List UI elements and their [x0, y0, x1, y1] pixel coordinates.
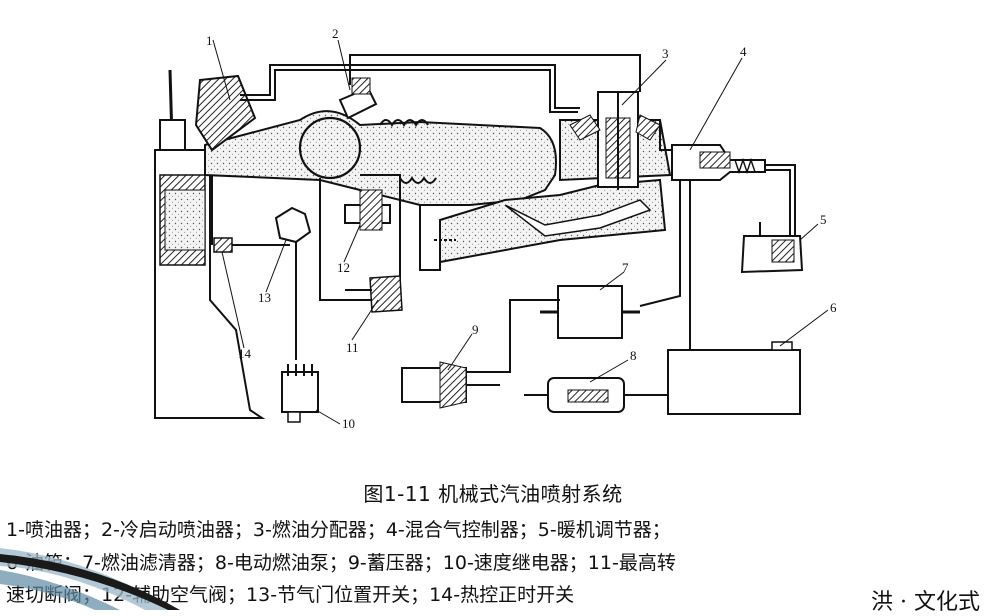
label-10: 10 — [342, 416, 355, 431]
label-6: 6 — [830, 300, 837, 315]
engine-block — [154, 149, 266, 419]
label-2: 2 — [332, 26, 339, 41]
electric-fuel-pump — [524, 377, 625, 413]
legend-line-1: 1-喷油器；2-冷启动喷油器；3-燃油分配器；4-混合气控制器；5-暖机调节器； — [6, 519, 671, 541]
label-7: 7 — [622, 260, 629, 275]
label-3: 3 — [662, 46, 669, 61]
label-5: 5 — [820, 212, 827, 227]
corner-text: 洪 · 文化式 — [871, 590, 980, 615]
legend-line-2: 6-油箱；7-燃油滤清器；8-电动燃油泵；9-蓄压器；10-速度继电器；11-最… — [6, 552, 676, 574]
mixture-control-unit — [671, 144, 766, 181]
label-4: 4 — [740, 44, 747, 59]
thermo-time-switch — [213, 237, 233, 253]
label-14: 14 — [238, 346, 252, 361]
warm-up-regulator — [740, 222, 804, 274]
fuel-lines — [211, 54, 796, 396]
fuel-tank — [667, 341, 801, 415]
throttle-position-switch — [274, 206, 312, 244]
speed-relay — [281, 364, 319, 423]
label-9: 9 — [472, 322, 479, 337]
leader-lines — [212, 39, 829, 425]
cold-start-injector — [338, 77, 378, 120]
label-13: 13 — [258, 290, 271, 305]
fuel-distributor — [569, 91, 661, 190]
label-8: 8 — [630, 348, 637, 363]
label-1: 1 — [206, 33, 213, 48]
label-11: 11 — [346, 340, 359, 355]
mechanical-fuel-injection-diagram: 1 2 3 4 5 6 7 8 9 10 11 12 13 14 — [154, 26, 837, 431]
slide-corner-sweep-decoration — [0, 548, 180, 610]
fuel-filter — [540, 285, 640, 339]
component-number-labels: 1 2 3 4 5 6 7 8 9 10 11 12 13 14 — [206, 26, 837, 431]
figure-caption: 图1-11 机械式汽油喷射系统 — [363, 482, 623, 506]
label-12: 12 — [337, 260, 350, 275]
intake-air-duct — [204, 110, 557, 206]
fuel-accumulator — [401, 361, 500, 409]
